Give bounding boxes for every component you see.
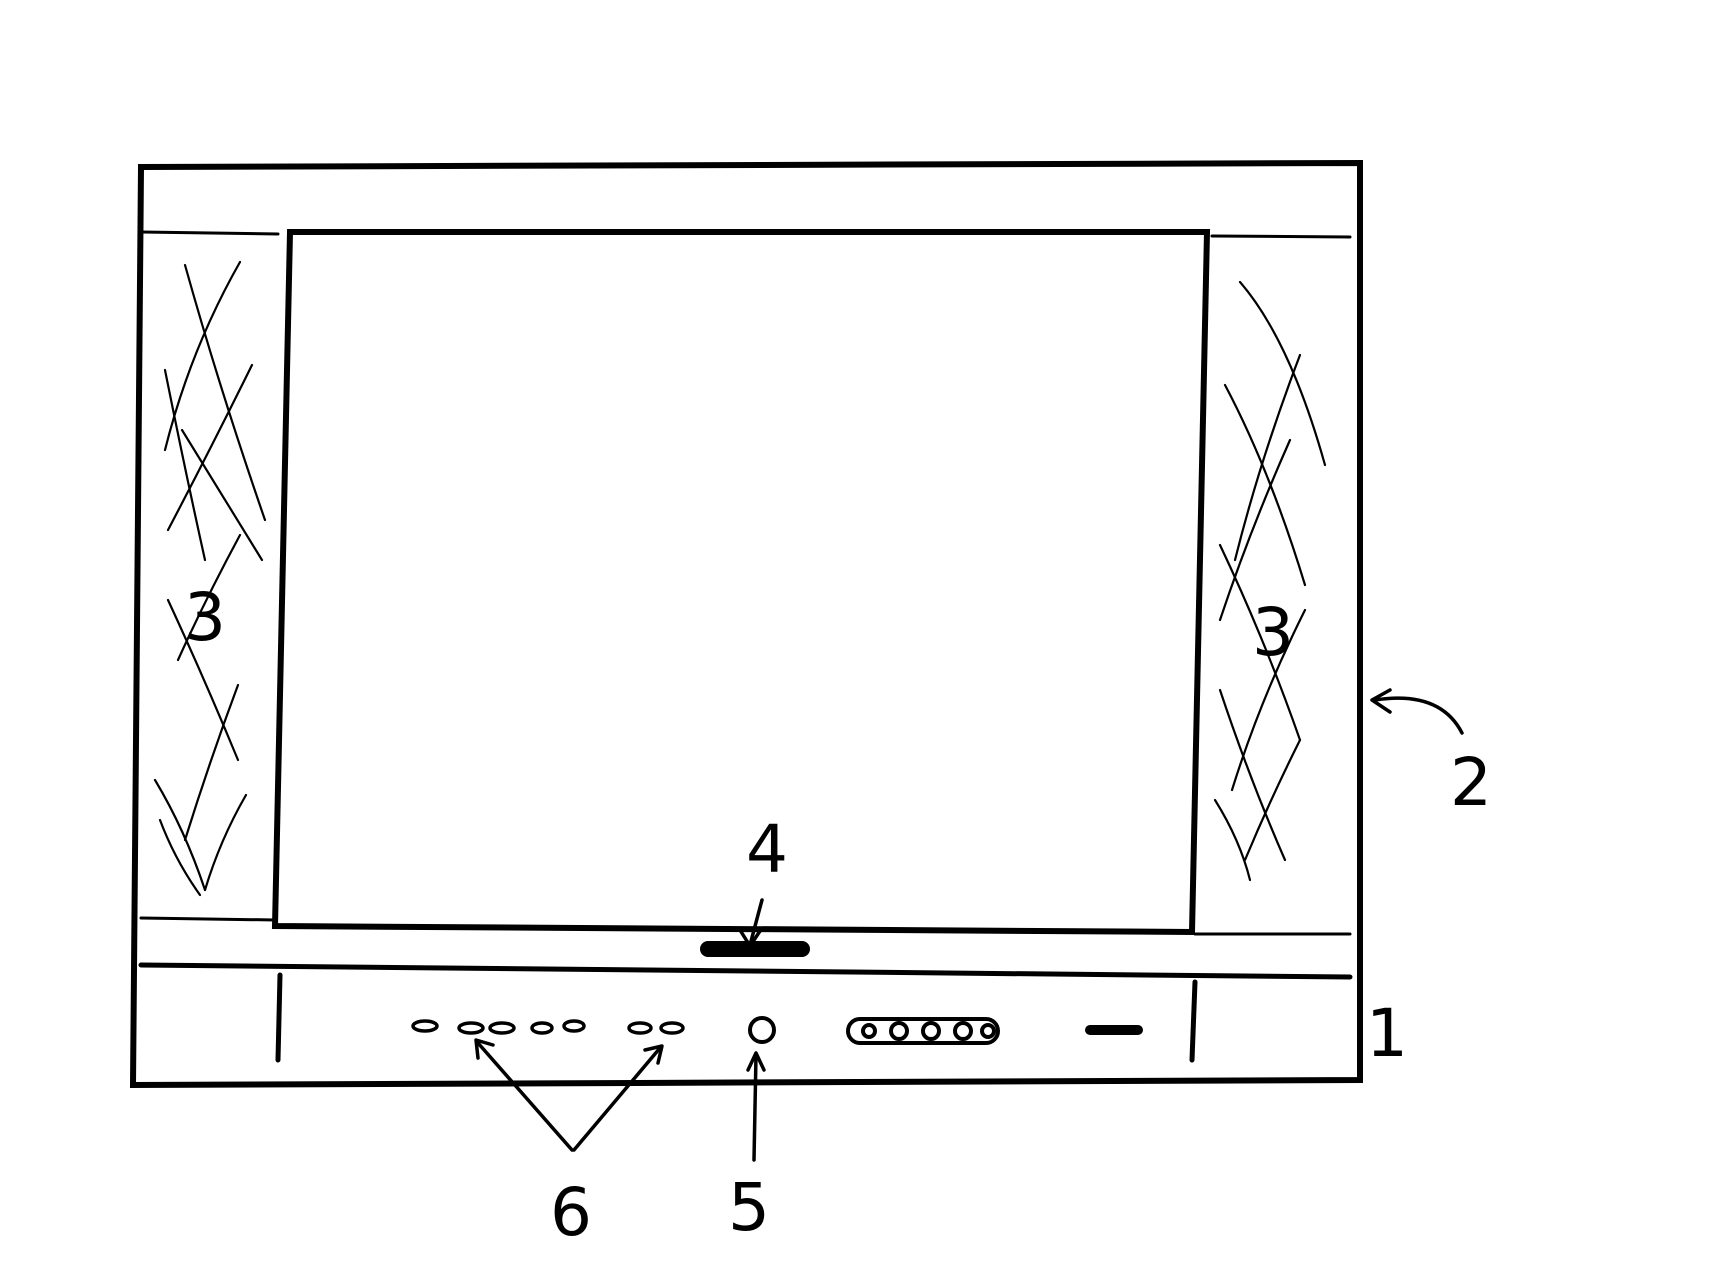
leader-4 (748, 898, 764, 947)
connector-panel (846, 1017, 1000, 1045)
arrowhead-5 (746, 1051, 766, 1072)
screen (271, 229, 1211, 936)
arrowhead-4 (738, 928, 762, 948)
leader-lines (474, 688, 1464, 1162)
button (562, 1019, 586, 1033)
speaker-grille-left (153, 260, 267, 897)
leader-5 (752, 1053, 758, 1162)
button (457, 1021, 485, 1035)
label-buttons: 6 (550, 1174, 592, 1251)
label-speaker-left: 3 (184, 579, 226, 656)
slot (1085, 1025, 1143, 1035)
arrowhead-6b (643, 1044, 664, 1065)
control-panel (138, 962, 1353, 1063)
label-speaker-right: 3 (1252, 594, 1294, 671)
button (488, 1021, 516, 1035)
label-indicator: 4 (746, 811, 788, 888)
button (530, 1021, 554, 1035)
button (659, 1021, 685, 1035)
speaker-grille-right (1213, 280, 1327, 882)
button-row (411, 1019, 685, 1035)
leader-2 (1373, 696, 1464, 735)
button (627, 1021, 653, 1035)
power-button (748, 1016, 776, 1044)
button (411, 1019, 439, 1033)
label-housing: 2 (1450, 744, 1492, 821)
bezel-lines (139, 230, 1352, 936)
leader-6b (572, 1046, 662, 1152)
arrowhead-6a (474, 1038, 495, 1060)
tv-housing (129, 159, 1363, 1089)
label-power-button: 5 (728, 1169, 770, 1246)
leader-6a (476, 1041, 574, 1152)
label-control-panel: 1 (1366, 995, 1408, 1072)
indicator (700, 941, 810, 957)
arrowhead-2 (1370, 688, 1392, 714)
